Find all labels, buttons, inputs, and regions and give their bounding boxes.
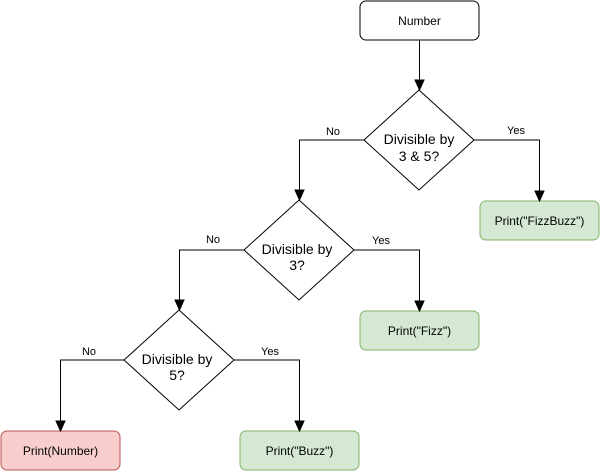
arrowhead-icon (55, 420, 66, 433)
edge-div35-no-line (299, 139, 364, 191)
arrowhead-icon (294, 420, 305, 433)
output-print-number-label: Print(Number) (23, 444, 98, 458)
edge-div5-yes-label: Yes (261, 346, 279, 358)
decision-divisible-by-3-line1: Divisible by (262, 241, 333, 257)
arrowhead-icon (174, 299, 185, 312)
edge-div3-no-line (179, 249, 244, 301)
edge-div3-no-label: No (206, 234, 220, 246)
arrowhead-icon (414, 79, 425, 92)
decision-divisible-by-3: Divisible by 3? (243, 199, 355, 301)
decision-divisible-by-3-and-5: Divisible by 3 & 5? (363, 89, 475, 191)
node-number-label: Number (398, 14, 441, 28)
edge-div5-yes-line (234, 359, 300, 422)
arrowhead-icon (294, 189, 305, 202)
edge-div35-yes-label: Yes (507, 125, 525, 137)
decision-divisible-by-3-line2: 3? (289, 257, 305, 273)
edge-div3-yes: Yes (354, 235, 425, 313)
edge-div35-yes-line (474, 139, 540, 192)
edge-div5-yes: Yes (234, 346, 305, 433)
decision-divisible-by-3-shape (243, 199, 355, 301)
decision-divisible-by-5: Divisible by 5? (123, 309, 235, 411)
edge-div35-no: No (294, 126, 364, 202)
decision-divisible-by-5-line1: Divisible by (142, 351, 213, 367)
edge-div3-yes-line (354, 249, 420, 302)
output-fizz: Print("Fizz") (359, 310, 480, 351)
decision-divisible-by-3-and-5-line1: Divisible by (384, 131, 455, 147)
arrowhead-icon (414, 300, 425, 313)
decision-divisible-by-5-line2: 5? (169, 367, 185, 383)
edge-div5-no: No (55, 346, 124, 433)
edge-div5-no-label: No (82, 346, 96, 358)
edge-div35-no-label: No (326, 126, 340, 138)
output-buzz: Print("Buzz") (239, 430, 360, 471)
output-print-number: Print(Number) (0, 430, 121, 471)
edge-div5-no-line (60, 359, 124, 422)
node-number: Number (359, 0, 480, 41)
output-fizzbuzz: Print("FizzBuzz") (479, 200, 600, 241)
edge-div35-yes: Yes (474, 125, 545, 203)
decision-divisible-by-5-shape (123, 309, 235, 411)
edge-div3-no: No (174, 234, 244, 312)
output-buzz-label: Print("Buzz") (266, 444, 334, 458)
decision-divisible-by-3-and-5-line2: 3 & 5? (399, 148, 440, 164)
edge-div3-yes-label: Yes (372, 235, 390, 247)
output-fizzbuzz-label: Print("FizzBuzz") (495, 214, 585, 228)
edge-number-to-div35 (414, 40, 425, 92)
output-fizz-label: Print("Fizz") (388, 324, 451, 338)
decision-divisible-by-3-and-5-shape (363, 89, 475, 191)
arrowhead-icon (534, 190, 545, 203)
